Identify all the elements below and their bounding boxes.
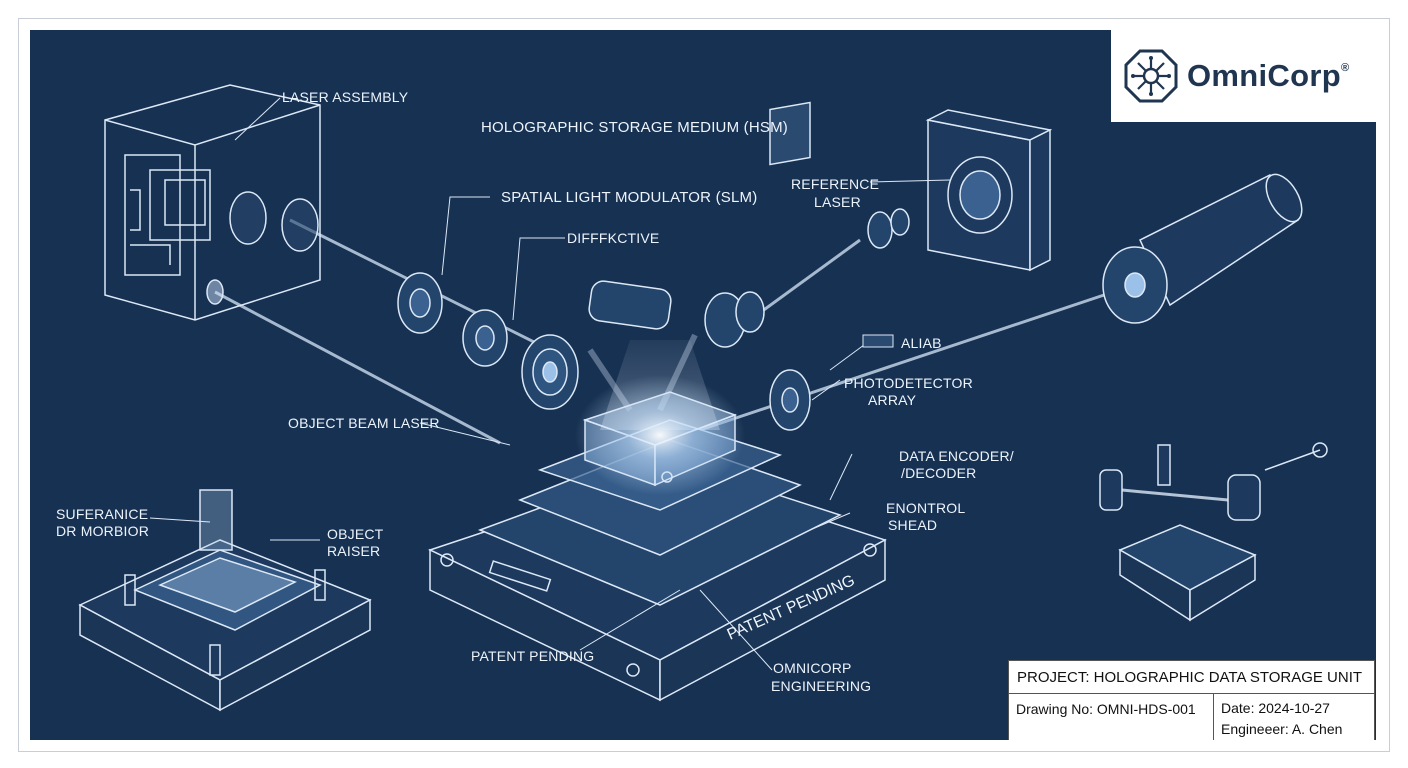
label-omnicorp-engineering-line1: OMNICORP xyxy=(773,660,852,676)
label-data-encoder-line1: DATA ENCODER/ xyxy=(899,448,1014,464)
cylinder-laser xyxy=(1102,173,1303,324)
label-reference-laser-line1: REFERENCE xyxy=(791,176,880,192)
label-slm: SPATIAL LIGHT MODULATOR (SLM) xyxy=(501,189,758,206)
label-patent-pending: PATENT PENDING xyxy=(471,648,595,664)
light-cone xyxy=(600,340,720,430)
lens-chain xyxy=(397,101,910,431)
label-diffractive: DIFFFKCTIVE xyxy=(567,230,660,246)
lower-left-assembly xyxy=(78,489,372,712)
drawing-date: Date: 2024-10-27 xyxy=(1221,700,1330,716)
label-omnicorp-engineering-line2: ENGINEERING xyxy=(771,678,872,694)
omnicorp-logo: OmniCorp® xyxy=(1111,30,1376,122)
label-reference-laser-line2: LASER xyxy=(814,194,861,210)
label-object-raiser-line1: OBJECT xyxy=(327,526,384,542)
label-photodetector-line1: PHOTODETECTOR xyxy=(844,375,973,391)
label-suferanice-line1: SUFERANICE xyxy=(56,506,149,522)
leader-lines xyxy=(149,97,951,671)
drawing-number: Drawing No: OMNI-HDS-001 xyxy=(1009,694,1214,740)
label-object-raiser-line2: RAISER xyxy=(327,543,381,559)
label-data-encoder-line2: /DECODER xyxy=(901,465,977,481)
lower-right-assembly xyxy=(1099,442,1328,622)
circuit-octagon-icon xyxy=(1124,49,1178,103)
label-suferanice-line2: DR MORBIOR xyxy=(56,523,149,539)
label-enontrol-line1: ENONTROL xyxy=(886,500,966,516)
blueprint-panel: PATENT PENDING LASER ASSEMBLY HOLOGRAPHI… xyxy=(30,30,1376,740)
registered-mark: ® xyxy=(1340,62,1350,74)
label-photodetector-line2: ARRAY xyxy=(868,392,917,408)
label-laser-assembly: LASER ASSEMBLY xyxy=(282,89,409,105)
reference-laser-housing xyxy=(925,109,1053,272)
drawing-frame xyxy=(18,18,1390,752)
title-block: PROJECT: HOLOGRAPHIC DATA STORAGE UNIT D… xyxy=(1008,660,1375,740)
brand-name: OmniCorp® xyxy=(1187,58,1350,93)
label-aliab: ALIAB xyxy=(901,335,942,351)
blueprint-diagram: PATENT PENDING xyxy=(78,84,1328,712)
engineer-name: Engineeer: A. Chen xyxy=(1221,721,1343,737)
label-enontrol-line2: SHEAD xyxy=(888,517,938,533)
label-hsm: HOLOGRAPHIC STORAGE MEDIUM (HSM) xyxy=(481,119,788,136)
aliab-component xyxy=(862,334,894,348)
label-object-beam-laser: OBJECT BEAM LASER xyxy=(288,415,440,431)
project-title: PROJECT: HOLOGRAPHIC DATA STORAGE UNIT xyxy=(1009,661,1374,694)
laser-assembly xyxy=(104,84,321,321)
